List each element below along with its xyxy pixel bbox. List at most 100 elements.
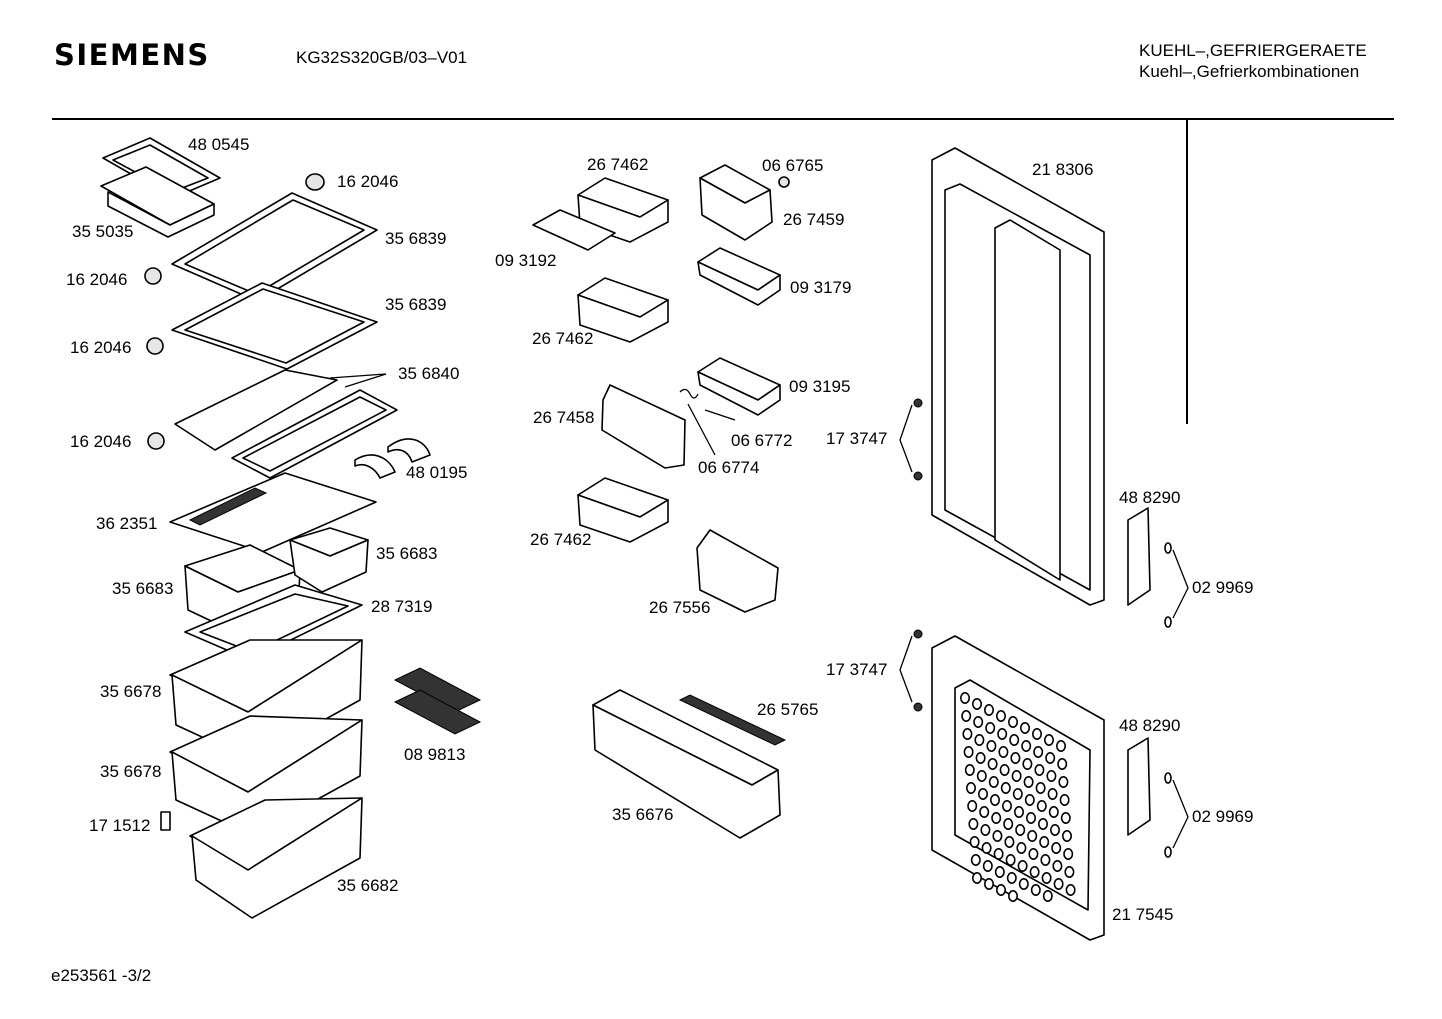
freezer-door-dot [980,823,991,836]
part-number-label: 48 0195 [406,463,467,482]
leader-bracket [899,404,913,703]
freezer-door-dot [1009,733,1020,746]
freezer-door-dot [1045,751,1056,764]
freezer-door-dot [1026,811,1037,824]
freezer-door-dot [1052,859,1063,872]
freezer-door-dot [971,871,982,884]
glass-shelf-1 [171,192,378,302]
part-number-label: 26 7458 [533,408,594,427]
part-number-label: 26 7556 [649,598,710,617]
freezer-door-dot [1033,745,1044,758]
crisper-cover [169,472,377,553]
freezer-door-dot [1035,781,1046,794]
part-number-label: 17 3747 [826,429,887,448]
freezer-door-dot [992,829,1003,842]
freezer-door-dot [1010,751,1021,764]
part-number-label: 21 7545 [1112,905,1173,924]
part-number-label: 36 2351 [96,514,157,533]
part-number-label: 35 6678 [100,762,161,781]
part-number-label: 35 6840 [398,364,459,383]
freezer-door-dot [995,709,1006,722]
part-number-label: 06 6765 [762,156,823,175]
part-number-label: 35 6683 [112,579,173,598]
freezer-door-dot [1017,859,1028,872]
freezer-door-dot [1056,739,1067,752]
screw-icon [778,176,790,188]
part-number-label: 48 8290 [1119,488,1180,507]
freezer-door-dot [1007,715,1018,728]
freezer-door-dot [985,721,996,734]
door-shelf-small-4 [697,357,781,416]
vegetable-drawer-2 [169,715,363,836]
freezer-door-dot [988,775,999,788]
freezer-door-dot-grid [959,691,1076,902]
freezer-door-dot [999,763,1010,776]
part-number-label: 26 7462 [530,530,591,549]
pin-icon [704,409,736,421]
freezer-door-dot [1039,835,1050,848]
leader-line [329,373,387,379]
part-number-label: 26 5765 [757,700,818,719]
door-handle [1127,507,1151,836]
freezer-door-dot [1011,769,1022,782]
freezer-door-dot [974,733,985,746]
part-number-label: 16 2046 [70,338,131,357]
butter-compartment [699,164,773,241]
freezer-door-dot [1065,883,1076,896]
freezer-door-dot [1058,775,1069,788]
part-number-label: 35 6839 [385,229,446,248]
freezer-door-dot [1062,829,1073,842]
freezer-door-dot [1029,865,1040,878]
freezer-door-dot [1053,877,1064,890]
freezer-door-dot [1024,793,1035,806]
freezer-door-dot [1003,817,1014,830]
part-number-label: 26 7459 [783,210,844,229]
freezer-door-dot [963,745,974,758]
freezer-door-dot [1005,853,1016,866]
freezer-door-dot [1000,781,1011,794]
freezer-door-dot [981,841,992,854]
freezer-door-dot [1048,805,1059,818]
freezer-door-dot [1060,811,1071,824]
model-number: KG32S320GB/03–V01 [296,48,468,67]
leader-line [687,403,716,456]
shelf-support-clip [146,337,164,355]
small-drawer-right [289,527,369,593]
freezer-door-dot [1021,739,1032,752]
freezer-door-dot [1032,727,1043,740]
bottle-stop-holder [696,529,779,613]
split-shelf-frame [174,369,398,479]
freezer-door-dot [1050,823,1061,836]
freezer-door-dot [964,763,975,776]
freezer-door-dot [983,703,994,716]
egg-tray [532,209,616,251]
bottle-holder [354,438,431,479]
freezer-door-dot [1001,799,1012,812]
part-number-label: 16 2046 [70,432,131,451]
part-number-label: 35 6676 [612,805,673,824]
part-number-label: 09 3192 [495,251,556,270]
freezer-door-dot [1015,823,1026,836]
part-number-label: 35 6682 [337,876,398,895]
freezer-door-dot [1051,841,1062,854]
freezer-door-dot [1028,847,1039,860]
freezer-door-dot [959,691,970,704]
door-shelf-small-3 [577,277,669,343]
door-hinge-screw [913,398,923,712]
freezer-door-dot [976,769,987,782]
freezer-door-dot [987,757,998,770]
part-number-label: 35 6683 [376,544,437,563]
fridge-door [931,147,1105,606]
part-number-label: 35 5035 [72,222,133,241]
part-number-label: 02 9969 [1192,578,1253,597]
ice-cube-tray [393,667,482,735]
freezer-door-dot [1007,889,1018,902]
freezer-door-dot [994,865,1005,878]
drawing-code: e253561 -3/2 [51,966,152,985]
freezer-door-dot [983,877,994,890]
freezer-door-dot [1059,793,1070,806]
freezer-door-dot [967,799,978,812]
brand-logo: SIEMENS [54,38,210,72]
freezer-door-dot [1022,757,1033,770]
